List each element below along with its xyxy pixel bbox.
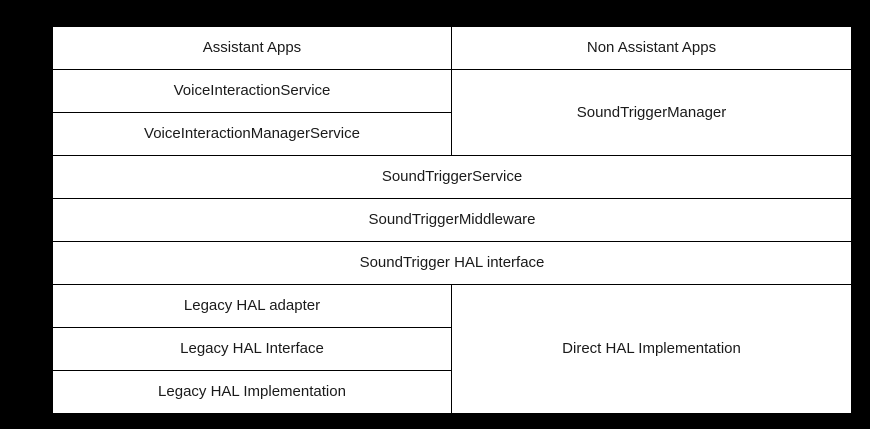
table-row-headers: Assistant Apps Non Assistant Apps <box>52 26 852 70</box>
architecture-diagram-table: Assistant Apps Non Assistant Apps VoiceI… <box>52 26 852 414</box>
cell-sound-trigger-middleware: SoundTriggerMiddleware <box>52 198 852 242</box>
cell-legacy-hal-implementation: Legacy HAL Implementation <box>52 370 452 414</box>
cell-sound-trigger-service: SoundTriggerService <box>52 155 852 199</box>
table-row-legacy-hal-implementation: Legacy HAL Implementation <box>52 370 852 414</box>
cell-direct-hal-implementation: Direct HAL Implementation <box>451 284 852 414</box>
cell-legacy-hal-adapter: Legacy HAL adapter <box>52 284 452 328</box>
table-row-voice-interaction-service: VoiceInteractionService SoundTriggerMana… <box>52 69 852 156</box>
table-row-legacy-hal-interface: Legacy HAL Interface <box>52 327 852 371</box>
cell-sound-trigger-hal-interface: SoundTrigger HAL interface <box>52 241 852 285</box>
header-cell-non-assistant-apps: Non Assistant Apps <box>451 26 852 70</box>
cell-voice-interaction-manager-service: VoiceInteractionManagerService <box>52 112 452 156</box>
cell-sound-trigger-manager: SoundTriggerManager <box>451 69 852 156</box>
table-row-legacy-hal-adapter: Legacy HAL adapter Direct HAL Implementa… <box>52 284 852 414</box>
header-cell-assistant-apps: Assistant Apps <box>52 26 452 70</box>
cell-voice-interaction-service: VoiceInteractionService <box>52 69 452 113</box>
table-row-sound-trigger-middleware: SoundTriggerMiddleware <box>52 198 852 242</box>
cell-legacy-hal-interface: Legacy HAL Interface <box>52 327 452 371</box>
table-row-voice-interaction-manager-service: VoiceInteractionManagerService <box>52 112 852 156</box>
table-row-sound-trigger-service: SoundTriggerService <box>52 155 852 199</box>
table-row-sound-trigger-hal-interface: SoundTrigger HAL interface <box>52 241 852 285</box>
